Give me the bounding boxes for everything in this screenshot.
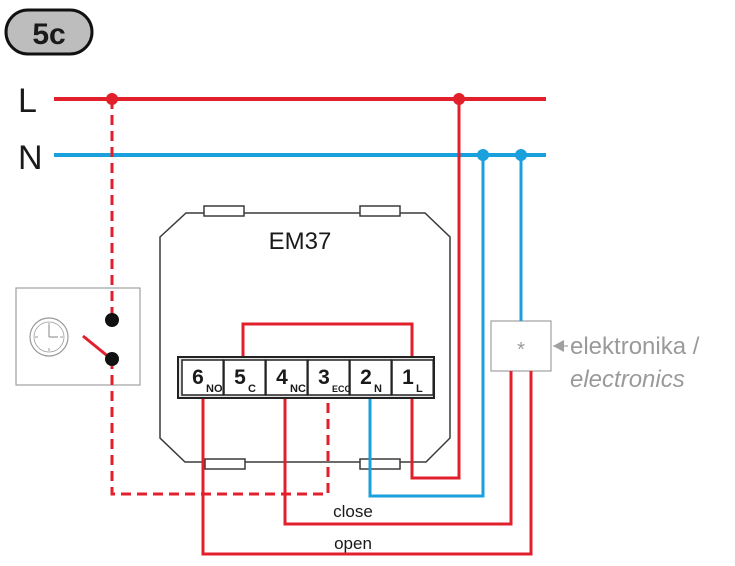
- device-housing: [159, 212, 451, 463]
- electronics-outline: [490, 320, 552, 372]
- timer-switch-lever: [82, 334, 111, 360]
- device-clip-bottom-right: [359, 458, 401, 470]
- terminal-number: 6: [192, 366, 204, 389]
- electronics-label-cz: elektronika /: [570, 333, 700, 360]
- terminal-cell: [265, 359, 308, 396]
- timer-switch: [15, 287, 141, 386]
- device-clip-bottom-left: [204, 458, 246, 470]
- terminal-cell: [307, 359, 350, 396]
- terminal-subscript: N: [374, 383, 382, 395]
- terminal-cell: [391, 359, 434, 396]
- neutral-line-label: N: [18, 139, 43, 177]
- live-line-label: L: [18, 82, 37, 120]
- terminal-number: 3: [318, 366, 330, 389]
- terminal-cell: [223, 359, 266, 396]
- badge-label: 5c: [32, 18, 65, 51]
- electronics-box: * elektronika / electronics: [490, 320, 700, 393]
- open-wire-label: open: [334, 534, 372, 553]
- terminal-subscript: L: [416, 383, 423, 395]
- clock-icon: [29, 317, 69, 357]
- timer-switch-outline: [15, 287, 141, 386]
- open-wire: [201, 371, 533, 556]
- timer-to-eco-dashed-wire: [110, 359, 330, 496]
- terminal-subscript: NC: [290, 383, 306, 395]
- device-clip-top-left: [203, 205, 245, 217]
- terminal-cell: [181, 359, 224, 396]
- electronics-symbol: *: [517, 339, 525, 361]
- electronics-pointer-arrow: [553, 340, 564, 352]
- terminal-number: 4: [276, 366, 288, 389]
- terminal-number: 5: [234, 366, 246, 389]
- em37-device: EM37: [159, 205, 451, 470]
- timer-contact-bottom: [105, 352, 119, 366]
- terminal-subscript: ECO: [332, 384, 352, 394]
- terminal-subscript: NO: [206, 383, 223, 395]
- live-junction-dot-1: [106, 93, 118, 105]
- terminal-number: 1: [402, 366, 414, 389]
- badge-pill: [4, 8, 94, 56]
- neutral-junction-dot-2: [515, 149, 527, 161]
- junction-dots: [105, 93, 527, 366]
- electronics-label-en: electronics: [570, 366, 685, 393]
- diagram-badge: 5c: [4, 8, 94, 56]
- bridge-5-to-1-wire: [241, 322, 414, 357]
- live-to-terminal-1-wire: [410, 99, 461, 480]
- terminal-cell: [349, 359, 392, 396]
- timer-contact-top: [105, 313, 119, 327]
- close-wire: [283, 371, 513, 526]
- device-clip-top-right: [359, 205, 401, 217]
- neutral-junction-dot-1: [477, 149, 489, 161]
- device-model-label: EM37: [269, 228, 332, 255]
- neutral-to-terminal-2-wire: [368, 155, 485, 498]
- live-junction-dot-2: [453, 93, 465, 105]
- terminal-number: 2: [360, 366, 372, 389]
- terminal-subscript: C: [248, 383, 256, 395]
- close-wire-label: close: [333, 502, 373, 521]
